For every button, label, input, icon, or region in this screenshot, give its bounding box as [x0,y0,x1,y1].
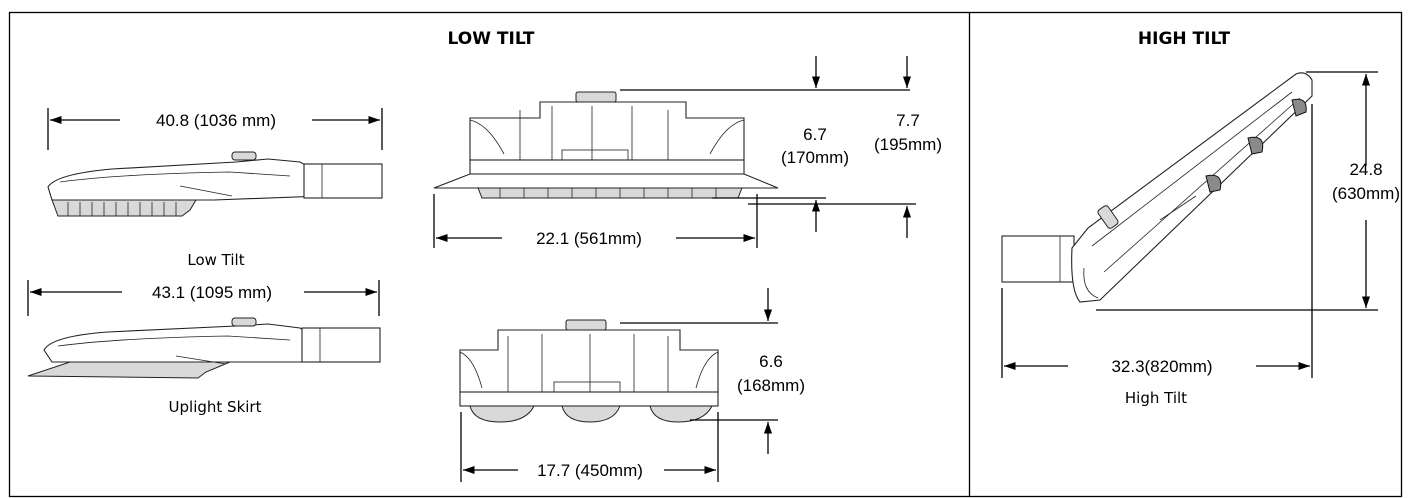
rear-width-label: 17.7 (450mm) [537,461,643,480]
rear-view [459,319,719,423]
front-body-height-unit: (170mm) [781,148,849,167]
front-total-height-unit: (195mm) [874,135,942,154]
rear-height-unit: (168mm) [737,376,805,395]
high-tilt-side-view [1001,72,1313,303]
high-tilt-height-value: 24.8 [1349,160,1382,179]
low-tilt-caption: Low Tilt [187,251,244,269]
uplight-skirt-side-view [27,317,381,379]
low-tilt-front-view [433,91,779,199]
high-tilt-caption: High Tilt [1125,389,1187,407]
rear-height-value: 6.6 [759,352,783,371]
high-tilt-height-unit: (630mm) [1332,184,1400,203]
low-tilt-length-label: 40.8 (1036 mm) [156,111,276,130]
front-body-height-value: 6.7 [803,125,827,144]
low-tilt-side-view [47,151,383,217]
skirt-length-label: 43.1 (1095 mm) [152,283,272,302]
front-total-height-value: 7.7 [896,111,920,130]
front-width-label: 22.1 (561mm) [536,229,642,248]
high-tilt-heading: HIGH TILT [1138,29,1231,49]
high-tilt-length-label: 32.3(820mm) [1111,357,1212,376]
low-tilt-heading: LOW TILT [448,29,535,49]
drawing-frame [8,11,1403,498]
uplight-skirt-caption: Uplight Skirt [169,398,262,416]
